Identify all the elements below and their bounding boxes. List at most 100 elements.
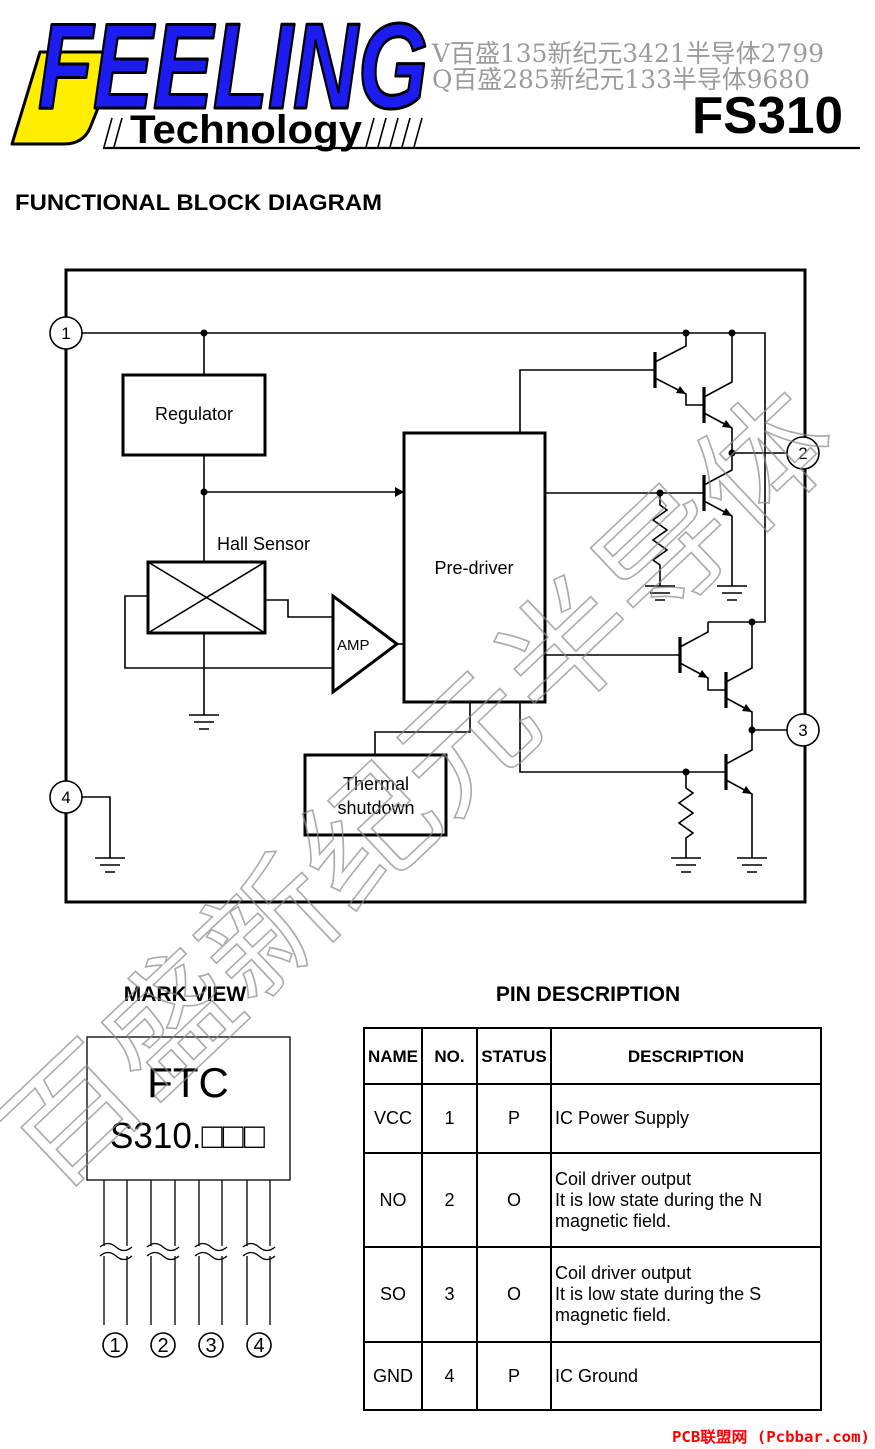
- pin-status-cell: P: [476, 1083, 552, 1154]
- header-watermark-line-2: Q百盛285新纪元133半导体9680: [432, 65, 810, 94]
- column-header-description: DESCRIPTION: [550, 1027, 822, 1085]
- pre-driver-block: Pre-driver: [402, 431, 547, 704]
- junction-dots: [200, 329, 756, 776]
- description-line: IC Power Supply: [555, 1108, 690, 1128]
- ground-symbol-r2: [671, 857, 701, 873]
- junction-dot: [748, 726, 756, 734]
- block-diagram-title: FUNCTIONAL BLOCK DIAGRAM: [15, 190, 382, 215]
- junction-dot: [728, 329, 736, 337]
- description-line: It is low state during the S: [555, 1284, 762, 1304]
- wire-vcc-rail: [82, 332, 766, 623]
- amp-label: AMP: [337, 637, 370, 654]
- description-line: It is low state during the N: [555, 1189, 763, 1210]
- pin-status-cell: P: [476, 1341, 552, 1411]
- pin-number-cell: 1: [421, 1083, 478, 1154]
- pin-description-cell: Coil driver output It is low state durin…: [550, 1152, 822, 1248]
- hall-sensor-block: Hall Sensor: [146, 534, 310, 635]
- transistor-q5-emitter-arrow: [698, 670, 708, 678]
- amp-block: AMP: [331, 593, 400, 695]
- transistor-q6-leads: [725, 622, 753, 730]
- pin-description-title: PIN DESCRIPTION: [496, 983, 680, 1006]
- ground-symbol-pin-4: [95, 857, 125, 873]
- transistor-q1-leads: [654, 333, 704, 406]
- lead-3-number: 3: [205, 1335, 216, 1357]
- package-body: [86, 1036, 291, 1181]
- hall-sensor-cross: [147, 561, 266, 634]
- regulator-box: [121, 373, 267, 457]
- pin-description-cell: Coil driver output It is low state durin…: [550, 1246, 822, 1343]
- marking-line-2: S310.□□□: [110, 1115, 265, 1156]
- lead-1-number-circle: [102, 1332, 128, 1358]
- pin-2-marker: [786, 436, 820, 470]
- transistor-q2-leads: [703, 333, 733, 453]
- lead-1-number: 1: [109, 1335, 120, 1357]
- pin-markers: 1 2 3 4: [49, 316, 820, 814]
- lead-3-number-circle: [198, 1332, 224, 1358]
- logo-subtext: Technology: [130, 108, 363, 152]
- lead-3: [194, 1180, 228, 1325]
- pin-number-cell: 2: [421, 1152, 478, 1248]
- resistor-r1: [651, 493, 669, 586]
- logo-wordmark: FEELING: [38, 0, 428, 134]
- junction-dot: [682, 329, 690, 337]
- logo-yellow-shape: [10, 50, 114, 146]
- ground-symbol-r1: [645, 585, 675, 601]
- hall-sensor-label: Hall Sensor: [217, 534, 310, 554]
- column-header-no: NO.: [421, 1027, 478, 1085]
- pre-driver-box: [402, 431, 547, 704]
- table-row: VCC 1 P IC Power Supply: [363, 1083, 822, 1154]
- pin-status-cell: O: [476, 1246, 552, 1343]
- diagram-frame: [64, 268, 807, 904]
- thermal-shutdown-label-line-1: Thermal: [343, 774, 409, 794]
- description-line: IC Ground: [555, 1365, 639, 1386]
- lead-2-number: 2: [157, 1335, 168, 1357]
- transistor-q2-emitter-arrow: [722, 420, 732, 428]
- transistor-q5-leads: [679, 622, 726, 691]
- junction-dot: [748, 618, 756, 626]
- amp-triangle: [331, 593, 400, 695]
- junction-dot: [200, 329, 208, 337]
- logo-right-slashes: [365, 117, 423, 148]
- pin-4-marker: [49, 780, 83, 814]
- pin-number-cell: 3: [421, 1246, 478, 1343]
- transistor-q6-emitter-arrow: [742, 704, 752, 712]
- output-transistors: [653, 333, 753, 858]
- wire-predriver-to-thermal: [374, 702, 471, 755]
- description-line: Coil driver output: [555, 1263, 692, 1283]
- lead-2: [146, 1180, 180, 1325]
- pin-name-cell: NO: [363, 1152, 423, 1248]
- pin-name-cell: SO: [363, 1246, 423, 1343]
- table-row: GND 4 P IC Ground: [363, 1341, 822, 1411]
- column-header-name: NAME: [363, 1027, 423, 1085]
- company-logo: FEELING Technology: [10, 0, 430, 152]
- ground-symbol-q3: [717, 585, 747, 601]
- pin-status-cell: O: [476, 1152, 552, 1248]
- thermal-shutdown-block: Thermal shutdown: [303, 753, 448, 837]
- table-row: NO 2 O Coil driver output It is low stat…: [363, 1152, 822, 1248]
- pin-3-label: 3: [798, 721, 807, 740]
- pre-driver-label: Pre-driver: [434, 558, 513, 578]
- mark-view-package: FTC S310.□□□ 1 2 3 4: [86, 1036, 291, 1358]
- pin-4-label: 4: [61, 788, 70, 807]
- part-number: FS310: [692, 87, 843, 145]
- lead-4-number-circle: [246, 1332, 272, 1358]
- thermal-shutdown-label-line-2: shutdown: [337, 798, 414, 818]
- lead-2-number-circle: [150, 1332, 176, 1358]
- lead-1: [99, 1180, 133, 1325]
- junction-dot: [682, 768, 690, 776]
- marking-line-1: FTC: [147, 1059, 229, 1106]
- description-line: magnetic field.: [555, 1210, 672, 1231]
- description-line: magnetic field.: [555, 1305, 672, 1325]
- logo-left-slashes: [103, 117, 123, 148]
- transistor-q7-leads: [725, 730, 753, 858]
- ground-symbol-q7: [737, 857, 767, 873]
- column-header-status: STATUS: [476, 1027, 552, 1085]
- header-watermark-line-1: V百盛135新纪元3421半导体2799: [431, 39, 824, 68]
- ground-symbol-hall: [189, 714, 219, 730]
- lead-4: [242, 1180, 276, 1325]
- pin-description-cell: IC Ground: [550, 1341, 822, 1411]
- ground-symbols: [95, 585, 767, 873]
- transistor-q7-emitter-arrow: [742, 786, 752, 794]
- wiring: [82, 332, 787, 858]
- wire-hall-to-amp-minus: [124, 595, 333, 669]
